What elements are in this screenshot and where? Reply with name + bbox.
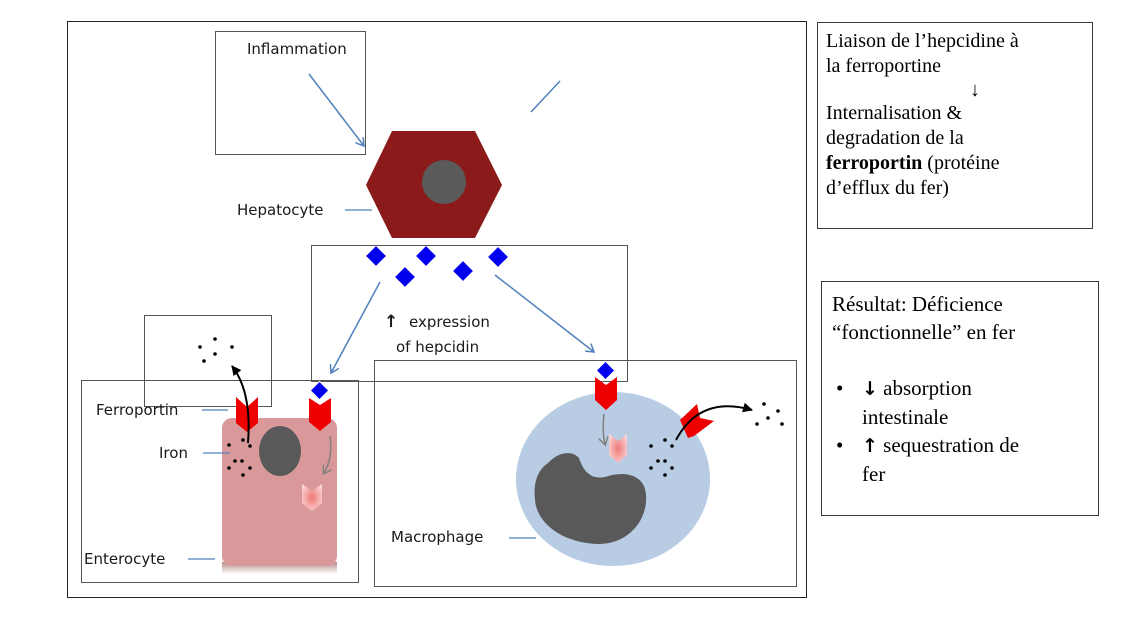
iron-atom [213, 352, 217, 356]
ferroportin-label: Ferroportin [96, 401, 178, 419]
iron-atom [227, 443, 231, 447]
iron-atom [241, 473, 245, 477]
up-arrow-icon: ↑ [862, 435, 878, 457]
hepatocyte-label: Hepatocyte [237, 201, 324, 219]
mechanism-line-3: Internalisation & [826, 102, 963, 124]
iron-release-arrow [675, 402, 753, 441]
mechanism-line-1: Liaison de l’hepcidine à [826, 30, 1019, 52]
result-item-text: absorption [877, 376, 972, 400]
bound-hepcidin [309, 380, 330, 401]
hepcidin-arrow-right [494, 274, 594, 352]
bullet-icon: • [836, 433, 844, 457]
iron-atom [248, 444, 252, 448]
hepcidin-molecule [416, 246, 436, 266]
result-title-line-2: “fonctionnelle” en fer [832, 320, 1016, 344]
enterocyte-panel [81, 380, 359, 583]
result-list: • ↓ absorption intestinale • ↑ sequestra… [832, 374, 1088, 488]
iron-atom [230, 345, 234, 349]
down-arrow-icon: ↓ [862, 378, 878, 400]
mechanism-line-5: ferroportin (protéine [826, 151, 1084, 176]
hepcidin-molecule [488, 247, 508, 267]
result-title-line-1: Résultat: Déficience [832, 292, 1003, 316]
iron-atom [240, 459, 244, 463]
iron-atom [198, 345, 202, 349]
ferroportin-channel [236, 397, 258, 432]
mechanism-line-4: degradation de la [826, 127, 964, 149]
iron-atom [233, 459, 237, 463]
iron-atom [780, 422, 784, 426]
iron-atom [656, 459, 660, 463]
iron-atom [670, 444, 674, 448]
result-item-text: sequestration de [877, 433, 1020, 457]
iron-atom [248, 466, 252, 470]
hepcidin-molecule [453, 261, 473, 281]
bullet-icon: • [836, 376, 844, 400]
iron-atom [213, 337, 217, 341]
expression-box [311, 245, 628, 382]
macrophage-label: Macrophage [391, 528, 483, 546]
result-item-absorption: • ↓ absorption intestinale [832, 374, 1088, 431]
iron-atom [202, 359, 206, 363]
inflammation-label: Inflammation [247, 40, 347, 58]
expression-label-line2: of hepcidin [396, 338, 479, 356]
iron-atom [670, 466, 674, 470]
result-item-text-continued: intestinale [862, 405, 949, 429]
ferroportin-bold: ferroportin [826, 152, 923, 174]
iron-dots-released [755, 402, 784, 426]
mechanism-line-6: d’efflux du fer) [826, 177, 949, 199]
internalized-ferroportin [609, 434, 627, 463]
enterocyte-nucleus [259, 426, 301, 476]
inflammation-arrow [308, 73, 364, 146]
iron-atom [755, 422, 759, 426]
inflammation-box [215, 31, 366, 155]
down-arrow-icon: ↓ [970, 79, 980, 101]
hepcidin-molecules [366, 246, 508, 287]
internalized-ferroportin [302, 484, 322, 511]
expression-up-arrow: ↑ [384, 312, 398, 332]
iron-atom [227, 466, 231, 470]
iron-export-box [144, 315, 272, 407]
iron-label: Iron [159, 444, 188, 462]
iron-atom [776, 409, 780, 413]
macrophage-nucleus [534, 453, 647, 545]
iron-dots-exported [198, 337, 234, 363]
connector-line [530, 80, 561, 113]
bound-hepcidin [595, 360, 616, 381]
ferroportin-bound [309, 398, 331, 431]
result-item-sequestration: • ↑ sequestration de fer [832, 431, 1088, 488]
enterocyte-cell [222, 418, 337, 566]
result-box: Résultat: Déficience “fonctionnelle” en … [821, 281, 1099, 516]
iron-atom [241, 438, 245, 442]
mechanism-line-5-rest: (protéine [922, 152, 1000, 174]
result-item-text-continued: fer [862, 462, 886, 486]
iron-atom [663, 459, 667, 463]
mechanism-box: Liaison de l’hepcidine à la ferroportine… [817, 22, 1093, 229]
iron-dots-enterocyte [227, 438, 252, 477]
ferroportin-channel [680, 404, 714, 438]
iron-export-arrow [231, 365, 250, 444]
hepcidin-arrow-left [331, 281, 381, 373]
hepcidin-molecule [366, 246, 386, 266]
diagram-frame [67, 21, 807, 598]
iron-atom [766, 416, 770, 420]
macrophage-panel [374, 360, 797, 587]
iron-atom [649, 444, 653, 448]
ferroportin-bound [595, 377, 617, 410]
internalization-arrow [603, 413, 605, 444]
iron-atom [762, 402, 766, 406]
iron-atom [663, 473, 667, 477]
hepatocyte-nucleus [422, 160, 466, 204]
mechanism-line-2: la ferroportine [826, 55, 941, 77]
enterocyte-label: Enterocyte [84, 550, 165, 568]
iron-atom [649, 466, 653, 470]
expression-label-line1: expression [409, 313, 490, 331]
iron-atom [663, 438, 667, 442]
internalization-arrow [324, 435, 331, 473]
hepcidin-molecule [395, 267, 415, 287]
iron-dots-macrophage [649, 438, 674, 477]
